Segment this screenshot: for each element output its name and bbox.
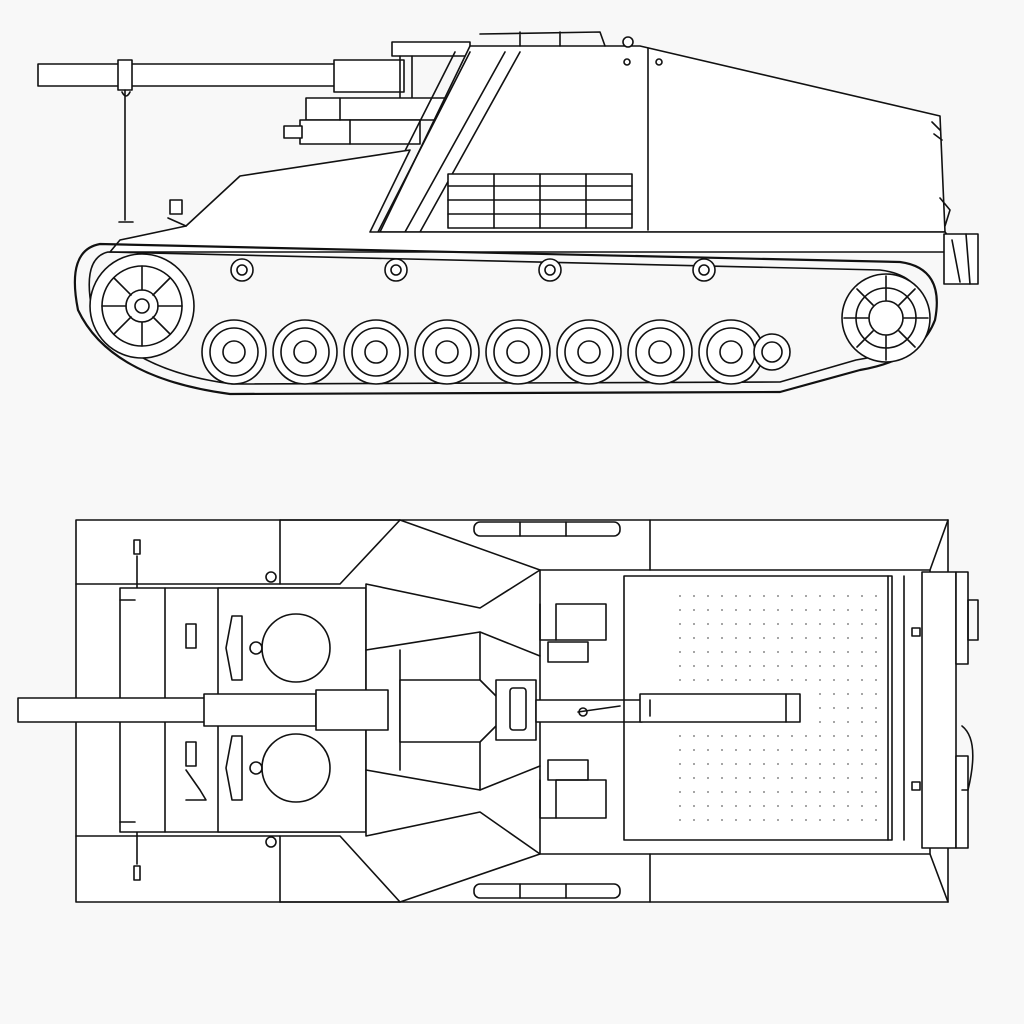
side-road-wheels [201, 319, 764, 385]
side-hull [109, 149, 979, 285]
return-roller [230, 258, 254, 282]
return-roller [538, 258, 562, 282]
top-gun-breech [535, 693, 801, 723]
side-tension-roller [753, 333, 791, 371]
road-wheel [343, 319, 409, 385]
road-wheel [627, 319, 693, 385]
side-view [37, 31, 979, 396]
side-gun-cradle [283, 97, 447, 145]
side-idler-wheel [841, 273, 931, 363]
return-roller [384, 258, 408, 282]
road-wheel [272, 319, 338, 385]
road-wheel [201, 319, 267, 385]
top-fighting-compartment [539, 575, 905, 841]
top-rear-hull [911, 571, 979, 849]
side-return-rollers [230, 258, 716, 282]
top-view [17, 519, 979, 903]
side-drive-sprocket [89, 253, 195, 359]
road-wheel [556, 319, 622, 385]
return-roller [692, 258, 716, 282]
side-superstructure [363, 31, 951, 233]
top-gun-barrel [17, 679, 537, 741]
road-wheel [414, 319, 480, 385]
side-gun-barrel [37, 41, 471, 223]
compartment-floor-plate [679, 595, 877, 821]
top-gun-shield [365, 569, 541, 855]
road-wheel [698, 319, 764, 385]
road-wheel [485, 319, 551, 385]
